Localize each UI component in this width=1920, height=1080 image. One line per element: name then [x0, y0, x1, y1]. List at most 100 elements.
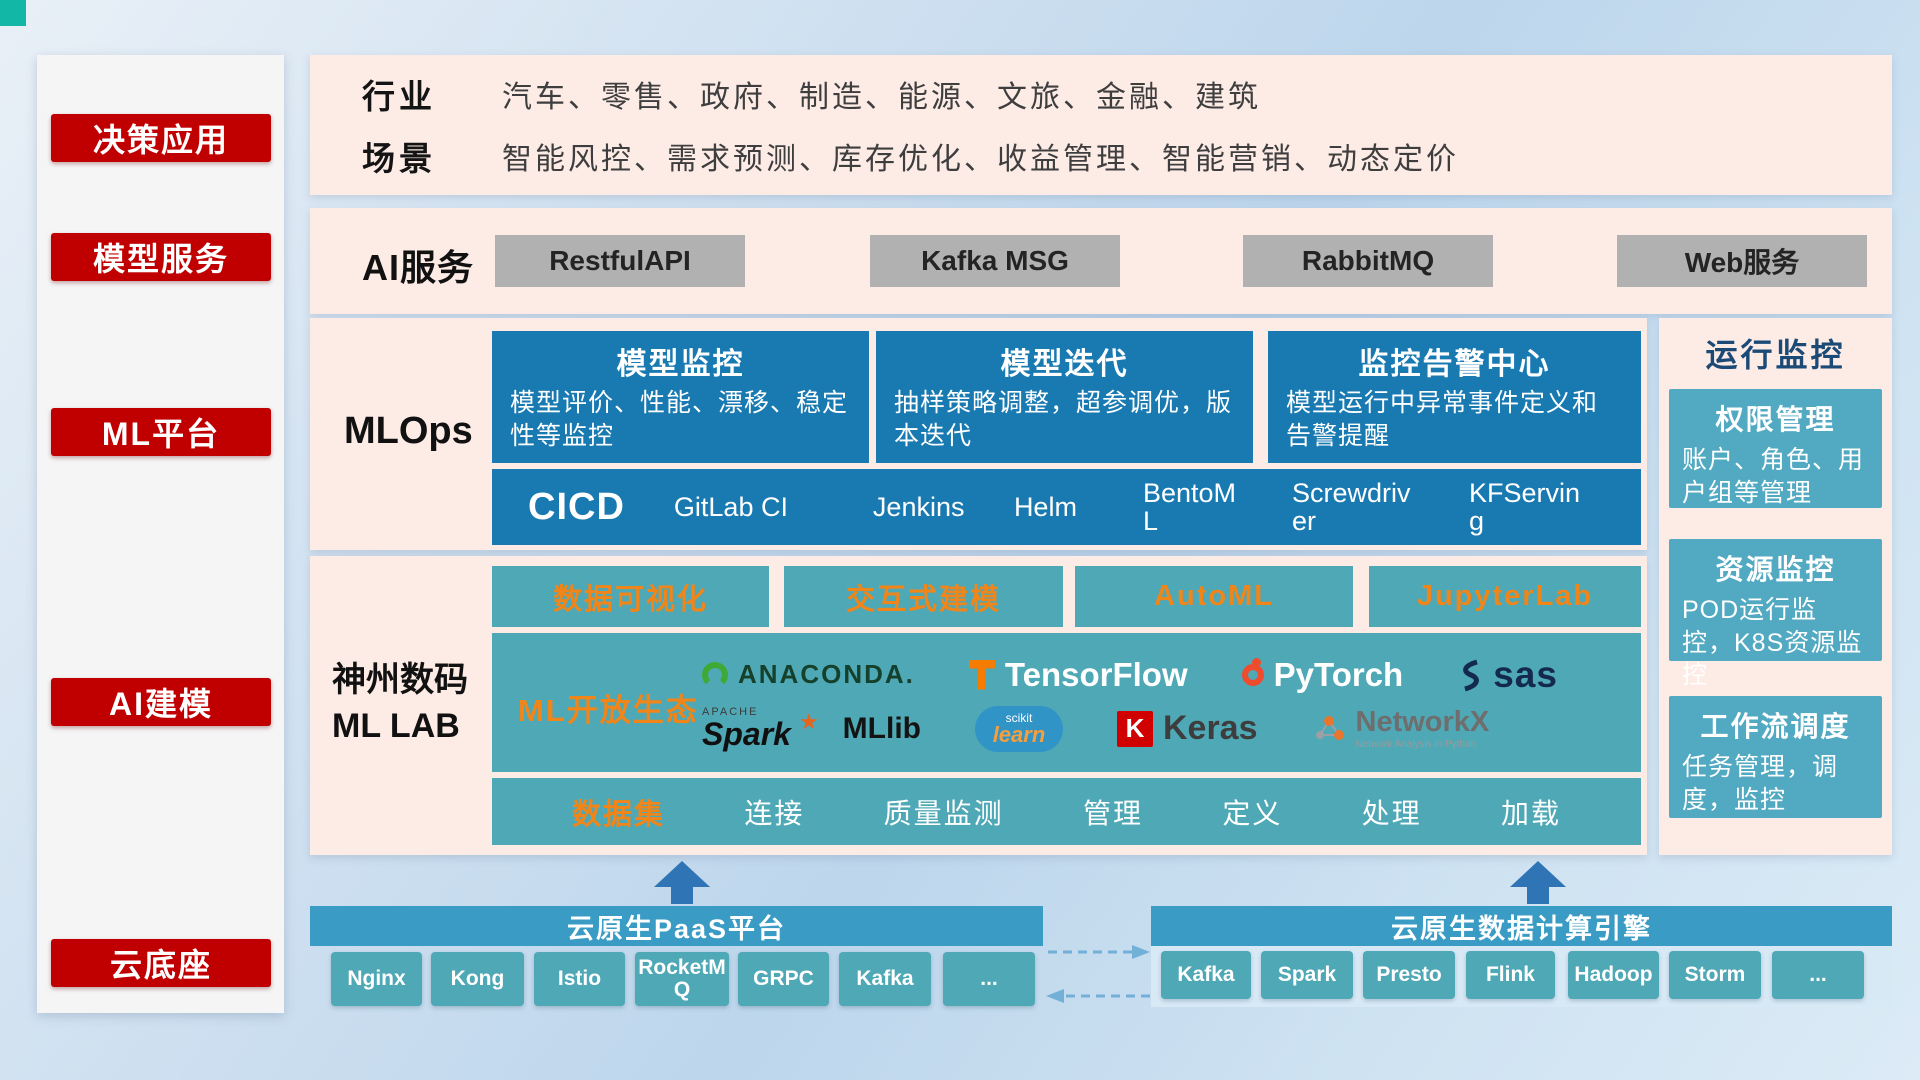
tensorflow-icon — [968, 659, 995, 690]
sidebar-item-ai-modeling: AI建模 — [51, 678, 271, 726]
data-visualization-module: 数据可视化 — [492, 566, 769, 627]
tech-kafka-engine: Kafka — [1161, 951, 1251, 999]
card-title: 模型监控 — [616, 348, 745, 381]
spark-mllib-logo: APACHE Spark ★ MLlib — [702, 706, 921, 752]
tech-spark: Spark — [1261, 951, 1353, 999]
spark-icon: APACHE Spark — [702, 706, 791, 752]
dataset-item-process: 处理 — [1361, 797, 1422, 829]
networkx-logo: NetworkX Network Analysis in Python — [1312, 706, 1489, 750]
card-desc: 抽样策略调整，超参调优，版本迭代 — [894, 389, 1233, 450]
cicd-tool-bentoml: BentoML — [1142, 477, 1237, 536]
mllab-label: 神州数码 ML LAB — [332, 658, 492, 750]
dataset-item-define: 定义 — [1222, 797, 1283, 829]
tech-istio: Istio — [534, 952, 625, 1006]
ai-service-label: AI服务 — [362, 247, 475, 288]
cicd-label: CICD — [528, 485, 625, 528]
spark-star-icon: ★ — [798, 708, 819, 734]
permission-management-card: 权限管理 账户、角色、用户组等管理 — [1669, 389, 1882, 508]
tech-hadoop: Hadoop — [1568, 951, 1659, 999]
card-desc: POD运行监控，K8S资源监控 — [1682, 596, 1863, 689]
cicd-tool-gitlab-ci: GitLab CI — [673, 491, 788, 522]
networkx-icon — [1315, 716, 1344, 741]
card-title: 监控告警中心 — [1358, 348, 1551, 381]
pytorch-icon — [1241, 657, 1264, 686]
sidebar-item-cloud-base: 云底座 — [51, 939, 271, 987]
model-iteration-card: 模型迭代 抽样策略调整，超参调优，版本迭代 — [876, 331, 1253, 463]
ai-service-panel: AI服务 RestfulAPI Kafka MSG RabbitMQ Web服务 — [310, 208, 1892, 314]
sidebar: 决策应用 模型服务 ML平台 AI建模 云底座 — [37, 55, 284, 1013]
logo-row-1: ANACONDA. TensorFlow PyTorch sa — [702, 654, 1633, 696]
scene-value: 智能风控、需求预测、库存优化、收益管理、智能营销、动态定价 — [502, 143, 1459, 177]
cicd-bar: CICD GitLab CI Jenkins Helm BentoML Scre… — [492, 469, 1641, 545]
cicd-tool-screwdriver: Screwdriver — [1291, 477, 1411, 536]
model-monitoring-card: 模型监控 模型评价、性能、漂移、稳定性等监控 — [492, 331, 869, 463]
cicd-tool-jenkins: Jenkins — [872, 491, 965, 522]
interactive-modeling-module: 交互式建模 — [784, 566, 1063, 627]
restfulapi-button: RestfulAPI — [495, 235, 745, 287]
engine-title-bar: 云原生数据计算引擎 — [1151, 906, 1892, 946]
web-service-button: Web服务 — [1617, 235, 1867, 287]
keras-icon: K — [1116, 710, 1153, 747]
operation-monitoring-panel: 运行监控 权限管理 账户、角色、用户组等管理 资源监控 POD运行监控，K8S资… — [1659, 318, 1892, 855]
sas-icon — [1463, 659, 1480, 691]
card-title: 权限管理 — [1715, 404, 1836, 435]
cicd-tool-kfserving: KFServing — [1468, 477, 1581, 536]
ml-ecosystem-box: ML开放生态 ANACONDA. TensorFlow PyTorch — [492, 633, 1641, 772]
automl-module: AutoML — [1075, 566, 1353, 627]
tech-nginx: Nginx — [331, 952, 422, 1006]
keras-logo: K Keras — [1116, 709, 1258, 748]
dataset-label: 数据集 — [572, 798, 666, 831]
tech-storm: Storm — [1669, 951, 1761, 999]
card-desc: 模型评价、性能、漂移、稳定性等监控 — [510, 389, 849, 450]
card-desc: 任务管理，调度，监控 — [1682, 753, 1839, 814]
card-desc: 模型运行中异常事件定义和告警提醒 — [1286, 389, 1599, 450]
rabbitmq-button: RabbitMQ — [1243, 235, 1493, 287]
dataset-item-load: 加载 — [1500, 797, 1561, 829]
mllab-label-line2: ML LAB — [332, 706, 460, 745]
industry-value: 汽车、零售、政府、制造、能源、文旅、金融、建筑 — [502, 80, 1261, 114]
kafka-msg-button: Kafka MSG — [870, 235, 1120, 287]
jupyterlab-module: JupyterLab — [1369, 566, 1641, 627]
alert-center-card: 监控告警中心 模型运行中异常事件定义和告警提醒 — [1268, 331, 1641, 463]
tensorflow-logo: TensorFlow — [968, 656, 1188, 694]
anaconda-logo: ANACONDA. — [702, 659, 915, 690]
cicd-tool-helm: Helm — [1013, 491, 1077, 522]
industry-label: 行业 — [362, 77, 436, 115]
operation-monitoring-title: 运行监控 — [1705, 337, 1846, 373]
logo-row-2: APACHE Spark ★ MLlib scikit learn K — [702, 705, 1633, 752]
resource-monitoring-card: 资源监控 POD运行监控，K8S资源监控 — [1669, 539, 1882, 689]
card-title: 工作流调度 — [1700, 711, 1851, 742]
mlops-panel: MLOps 模型监控 模型评价、性能、漂移、稳定性等监控 模型迭代 抽样策略调整… — [310, 318, 1647, 550]
paas-title-bar: 云原生PaaS平台 — [310, 906, 1043, 946]
sas-logo: sas — [1457, 654, 1558, 696]
card-desc: 账户、角色、用户组等管理 — [1682, 446, 1865, 507]
scene-label: 场景 — [362, 140, 436, 178]
mlops-label: MLOps — [344, 410, 473, 452]
tech-kafka-paas: Kafka — [839, 952, 931, 1006]
workflow-scheduling-card: 工作流调度 任务管理，调度，监控 — [1669, 696, 1882, 818]
dataset-item-manage: 管理 — [1082, 797, 1143, 829]
up-arrow-paas — [654, 861, 710, 904]
ml-ecosystem-label: ML开放生态 — [518, 693, 699, 728]
pytorch-logo: PyTorch — [1241, 656, 1403, 694]
industry-scene-panel: 行业 汽车、零售、政府、制造、能源、文旅、金融、建筑 场景 智能风控、需求预测、… — [310, 55, 1892, 195]
tech-presto: Presto — [1363, 951, 1455, 999]
industry-line: 行业 汽车、零售、政府、制造、能源、文旅、金融、建筑 — [362, 70, 1892, 118]
ml-ecosystem-logos: ANACONDA. TensorFlow PyTorch sa — [702, 633, 1633, 772]
tech-kong: Kong — [431, 952, 524, 1006]
sidebar-item-decision-apps: 决策应用 — [51, 114, 271, 162]
tech-flink: Flink — [1466, 951, 1555, 999]
scikit-learn-icon: scikit learn — [974, 705, 1063, 752]
tech-grpc: GRPC — [738, 952, 829, 1006]
dataset-item-connect: 连接 — [744, 797, 805, 829]
up-arrow-engine — [1510, 861, 1566, 904]
tech-more-engine: ... — [1772, 951, 1864, 999]
dataset-item-quality: 质量监测 — [883, 797, 1004, 829]
sidebar-item-model-service: 模型服务 — [51, 233, 271, 281]
mllab-label-line1: 神州数码 — [332, 661, 468, 699]
mllab-panel: 神州数码 ML LAB 数据可视化 交互式建模 AutoML JupyterLa… — [310, 556, 1647, 855]
dashed-connection-arrows — [1046, 945, 1150, 1003]
scene-line: 场景 智能风控、需求预测、库存优化、收益管理、智能营销、动态定价 — [362, 132, 1892, 180]
tech-more-paas: ... — [943, 952, 1035, 1006]
